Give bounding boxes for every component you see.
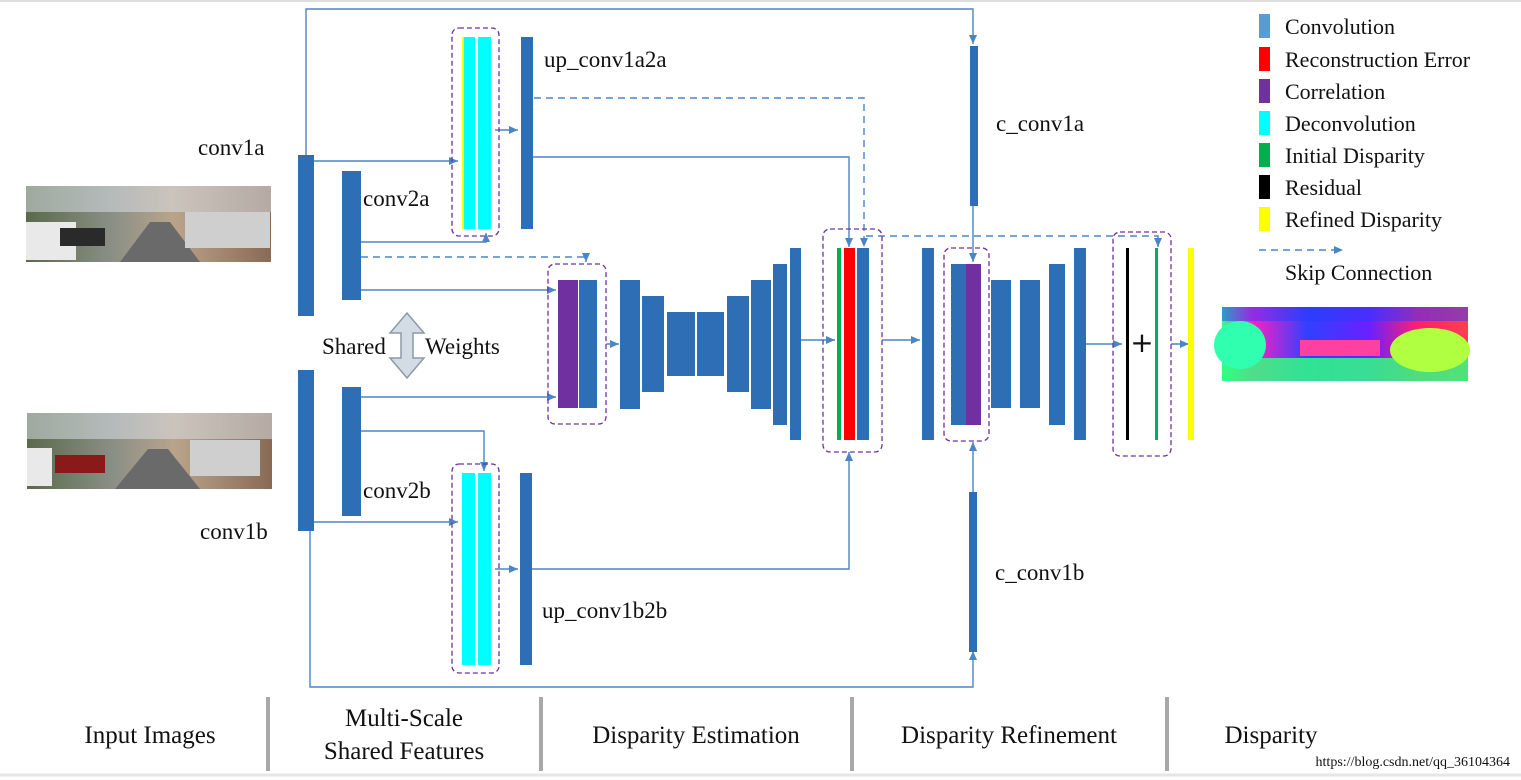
label-conv1a: conv1a — [198, 135, 264, 160]
legend-label-reconstruction-error: Reconstruction Error — [1285, 47, 1471, 72]
skip-connections — [361, 97, 1162, 262]
encoder-block-4 — [697, 312, 724, 376]
stage-disparity-estimation: Disparity Estimation — [592, 722, 800, 749]
initial-disparity-group — [822, 228, 883, 453]
encoder-block-1 — [620, 280, 640, 409]
conv2b-block — [342, 387, 361, 516]
label-up-conv1b2b: up_conv1b2b — [542, 598, 667, 623]
watermark: https://blog.csdn.net/qq_36104364 — [1316, 755, 1510, 770]
label-c-conv1a: c_conv1a — [996, 111, 1084, 136]
legend-swatch-reconstruction-error — [1259, 47, 1270, 71]
decoder-block-1 — [727, 296, 749, 392]
refinement-correlation-group — [943, 247, 990, 442]
encoder-block-2 — [642, 296, 664, 392]
refine-block-3 — [1020, 280, 1040, 408]
c-conv1b-block — [969, 492, 977, 652]
legend-swatch-residual — [1259, 175, 1270, 199]
plus-sign: + — [1130, 326, 1153, 359]
stage-disparity-refinement: Disparity Refinement — [901, 722, 1117, 749]
label-c-conv1b: c_conv1b — [995, 560, 1084, 585]
deconv-group-b — [451, 463, 500, 674]
deconv-group-a — [451, 27, 500, 237]
legend-swatch-correlation — [1259, 79, 1270, 103]
output-disparity-image — [1214, 307, 1470, 381]
legend-label-correlation: Correlation — [1285, 79, 1385, 104]
stage-disparity: Disparity — [1224, 722, 1318, 749]
conv2a-block — [342, 171, 361, 300]
connections — [305, 8, 1189, 688]
legend-swatch-deconvolution — [1259, 111, 1270, 135]
legend-label-refined-disparity: Refined Disparity — [1285, 207, 1442, 232]
conv1b-block — [298, 370, 314, 531]
encoder-block-3 — [667, 312, 695, 376]
label-shared: Shared — [322, 334, 386, 359]
stage-multiscale-line2: Shared Features — [324, 738, 484, 765]
legend-label-residual: Residual — [1285, 175, 1362, 200]
legend-label-deconvolution: Deconvolution — [1285, 111, 1416, 136]
input-image-left-bottom — [27, 413, 272, 489]
up-conv1a2a-block — [521, 37, 533, 229]
up-conv1b2b-block — [520, 473, 532, 665]
stage-bar: Input Images Multi-Scale Shared Features… — [0, 697, 1521, 777]
legend-swatch-refined-disparity — [1259, 207, 1270, 231]
stage-divider-1 — [266, 697, 270, 771]
residual-group: + — [1112, 231, 1172, 457]
legend-label-convolution: Convolution — [1285, 14, 1395, 39]
refine-block-2 — [991, 280, 1011, 408]
conv1a-block — [298, 155, 314, 316]
label-conv1b: conv1b — [200, 519, 268, 544]
legend-label-skip-connection: Skip Connection — [1285, 260, 1432, 285]
stage-multiscale-line1: Multi-Scale — [345, 705, 463, 732]
refine-block-5 — [1074, 248, 1086, 440]
legend: Convolution Reconstruction Error Correla… — [1259, 14, 1471, 285]
label-up-conv1a2a: up_conv1a2a — [544, 47, 667, 72]
decoder-block-4 — [790, 248, 801, 440]
refine-block-1 — [922, 248, 934, 440]
label-conv2b: conv2b — [363, 478, 431, 503]
c-conv1a-block — [970, 46, 978, 206]
stage-input-images: Input Images — [84, 722, 215, 749]
input-image-left-top — [26, 186, 271, 262]
stage-divider-4 — [1165, 697, 1169, 771]
conv-blocks — [298, 37, 1086, 665]
stage-divider-3 — [850, 697, 854, 771]
label-conv2a: conv2a — [363, 186, 429, 211]
shared-weights-arrow — [388, 311, 426, 380]
legend-swatch-initial-disparity — [1259, 143, 1270, 167]
legend-label-initial-disparity: Initial Disparity — [1285, 143, 1425, 168]
correlation-group — [547, 263, 607, 425]
refine-block-4 — [1049, 264, 1065, 425]
legend-swatch-convolution — [1259, 14, 1270, 38]
label-weights: Weights — [425, 334, 500, 359]
stage-divider-2 — [539, 697, 543, 771]
decoder-block-2 — [751, 280, 771, 409]
refined-disparity-bar — [1188, 248, 1194, 440]
decoder-block-3 — [773, 264, 787, 425]
